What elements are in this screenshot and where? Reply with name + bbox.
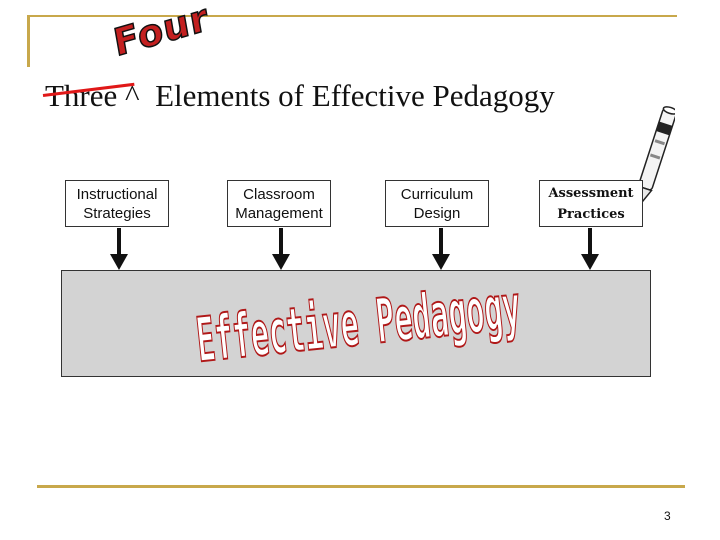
wordart-graphic: Effective Pedagogy	[192, 271, 524, 376]
element-label: Instructional Strategies	[76, 185, 158, 222]
slide-title: Three ^ Elements of Effective Pedagogy	[45, 78, 555, 114]
wordart-text: Effective Pedagogy	[193, 271, 524, 376]
frame-bottom-line	[37, 485, 685, 488]
title-rest: Elements of Effective Pedagogy	[155, 78, 555, 113]
frame-top-line	[27, 15, 677, 17]
curriculum-design-box: Curriculum Design	[385, 180, 489, 227]
classroom-management-box: Classroom Management	[227, 180, 331, 227]
pen-icon	[637, 106, 675, 208]
frame-left-line	[27, 15, 30, 67]
instructional-strategies-box: Instructional Strategies	[65, 180, 169, 227]
effective-pedagogy-box: Effective Pedagogy	[61, 270, 651, 377]
element-label: Assessment Practices	[548, 185, 634, 222]
handwritten-insert: Four	[110, 0, 213, 66]
arrow-down-icon	[110, 228, 128, 270]
element-label: Curriculum Design	[400, 185, 474, 222]
arrow-down-icon	[272, 228, 290, 270]
struck-word: Three	[45, 78, 118, 113]
assessment-practices-box: Assessment Practices	[539, 180, 643, 227]
caret-symbol: ^	[125, 78, 140, 113]
slide-number: 3	[664, 509, 671, 523]
element-label: Classroom Management	[235, 185, 323, 222]
arrow-down-icon	[432, 228, 450, 270]
arrow-down-icon	[581, 228, 599, 270]
